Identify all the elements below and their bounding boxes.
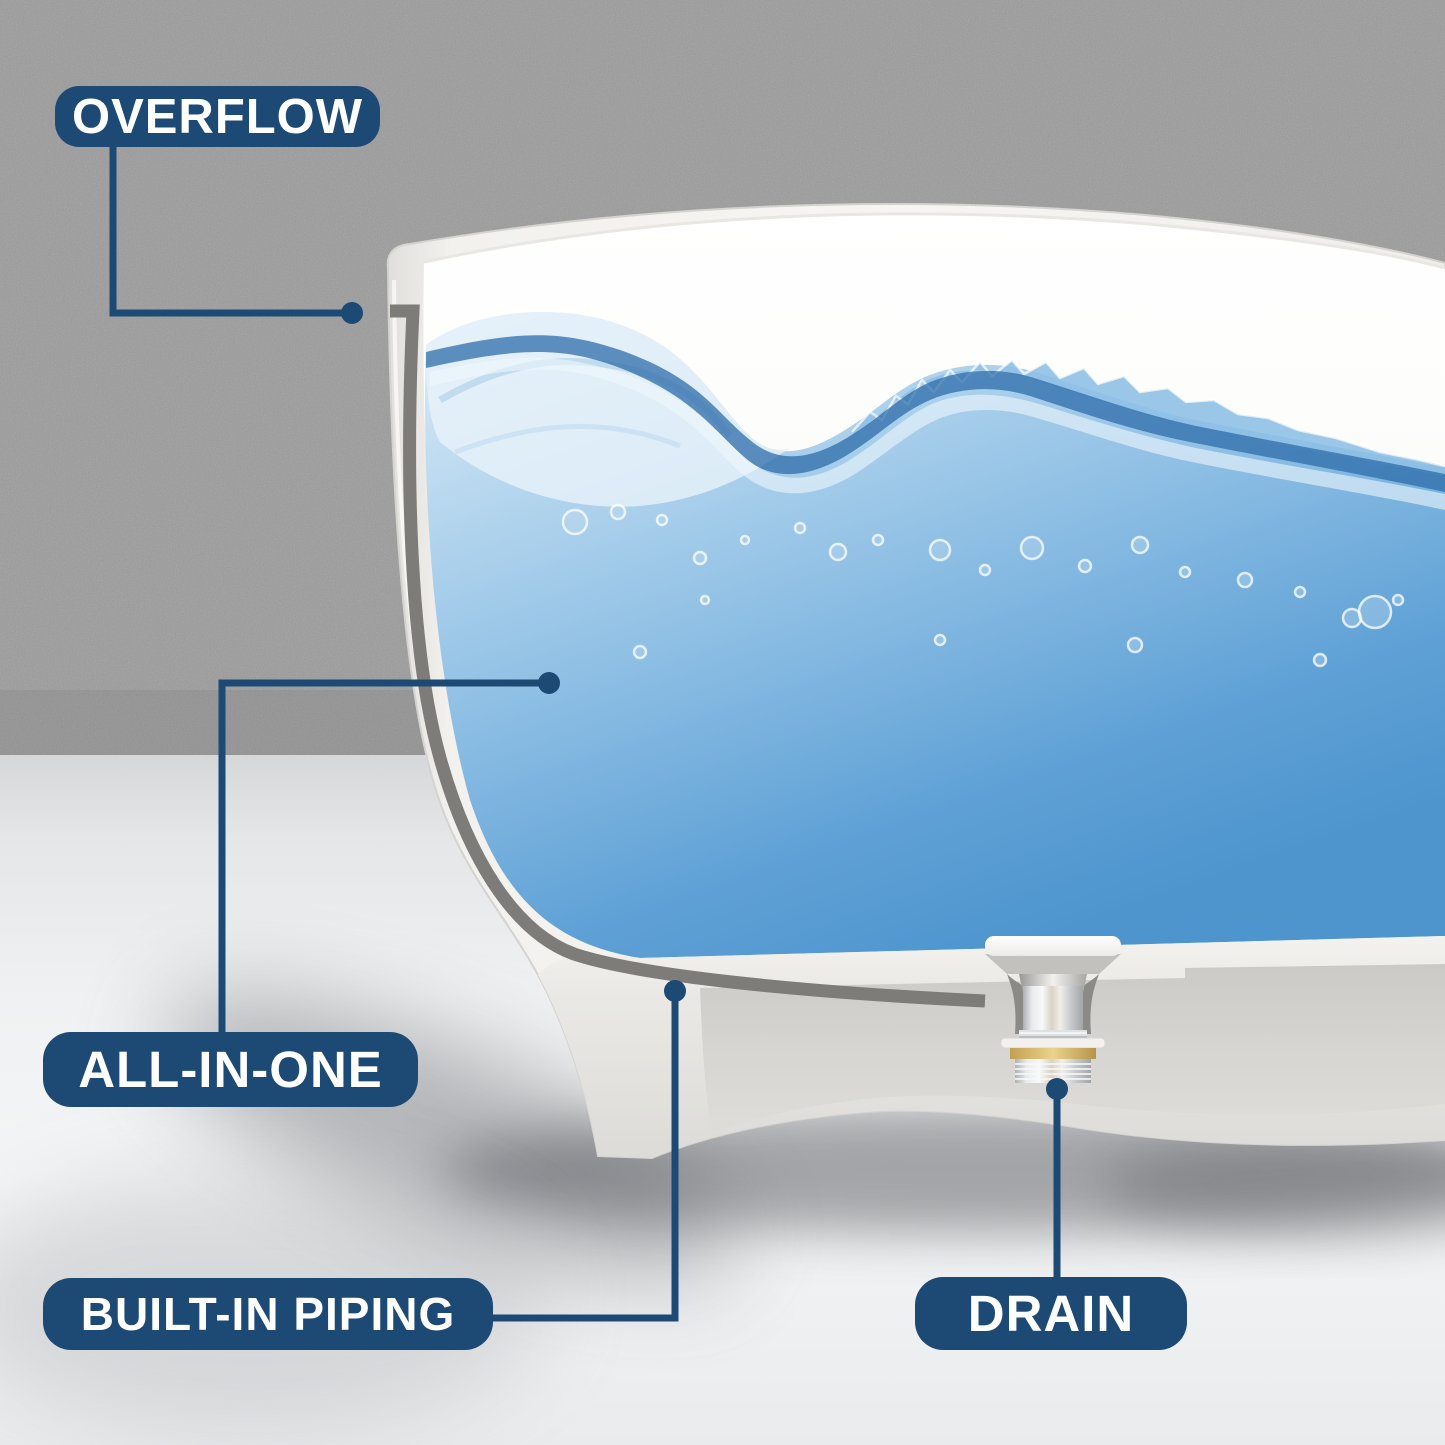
all-in-one-connector-line	[218, 679, 548, 1034]
drain-fitting	[985, 936, 1121, 1083]
built-in-piping-connector-line	[491, 992, 679, 1322]
callout-overflow: OVERFLOW	[55, 86, 380, 147]
drain-connector-dot	[1046, 1078, 1068, 1100]
callout-connectors	[109, 145, 1068, 1322]
callout-overflow-label: OVERFLOW	[71, 89, 364, 144]
callout-built-in-piping-label: BUILT-IN PIPING	[80, 1288, 456, 1340]
callout-all-in-one-label: ALL-IN-ONE	[78, 1041, 383, 1098]
tub-rim-line	[423, 212, 1445, 270]
overflow-connector-dot	[341, 302, 363, 324]
water-bubbles	[561, 503, 1405, 668]
callout-built-in-piping: BUILT-IN PIPING	[43, 1278, 493, 1350]
all-in-one-connector-dot	[538, 672, 560, 694]
callout-all-in-one: ALL-IN-ONE	[43, 1032, 418, 1107]
built-in-piping-connector-dot	[664, 980, 686, 1002]
callout-drain-label: DRAIN	[967, 1285, 1135, 1342]
callout-drain: DRAIN	[915, 1277, 1187, 1350]
waterline-streak	[426, 335, 1445, 492]
built-in-pipe	[390, 304, 986, 1008]
overflow-connector-line	[109, 145, 351, 317]
water	[425, 312, 1445, 959]
